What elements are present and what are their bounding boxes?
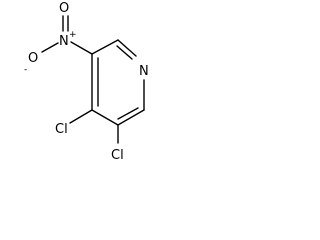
atom-cl-4: Cl <box>55 122 68 137</box>
atom-nitro-n: N <box>59 34 69 49</box>
atom-ring-n: N <box>139 64 149 79</box>
atom-nitro-o-left: O <box>28 51 38 66</box>
atom-nitro-o-top: O <box>59 1 69 16</box>
bond-c5-c6 <box>91 39 119 55</box>
bond-nitro-n-o-left <box>41 42 59 53</box>
bond-c2-c3-inner <box>117 107 139 120</box>
structure-canvas: O N + O - N Cl Cl <box>0 0 158 178</box>
bond-c3-c4 <box>91 109 119 126</box>
bond-c2-c3 <box>117 109 145 126</box>
bond-c6-n1-inner <box>116 45 133 60</box>
charge-nitro-o-left: - <box>24 65 27 75</box>
atom-cl-3: Cl <box>111 148 124 163</box>
charge-nitro-n: + <box>69 30 77 40</box>
bond-c4-cl <box>69 109 93 124</box>
bond-c6-n1 <box>117 39 137 57</box>
bond-c5-nitro-n <box>70 41 93 55</box>
molecule-drawing: O N + O - N Cl Cl <box>24 1 149 163</box>
